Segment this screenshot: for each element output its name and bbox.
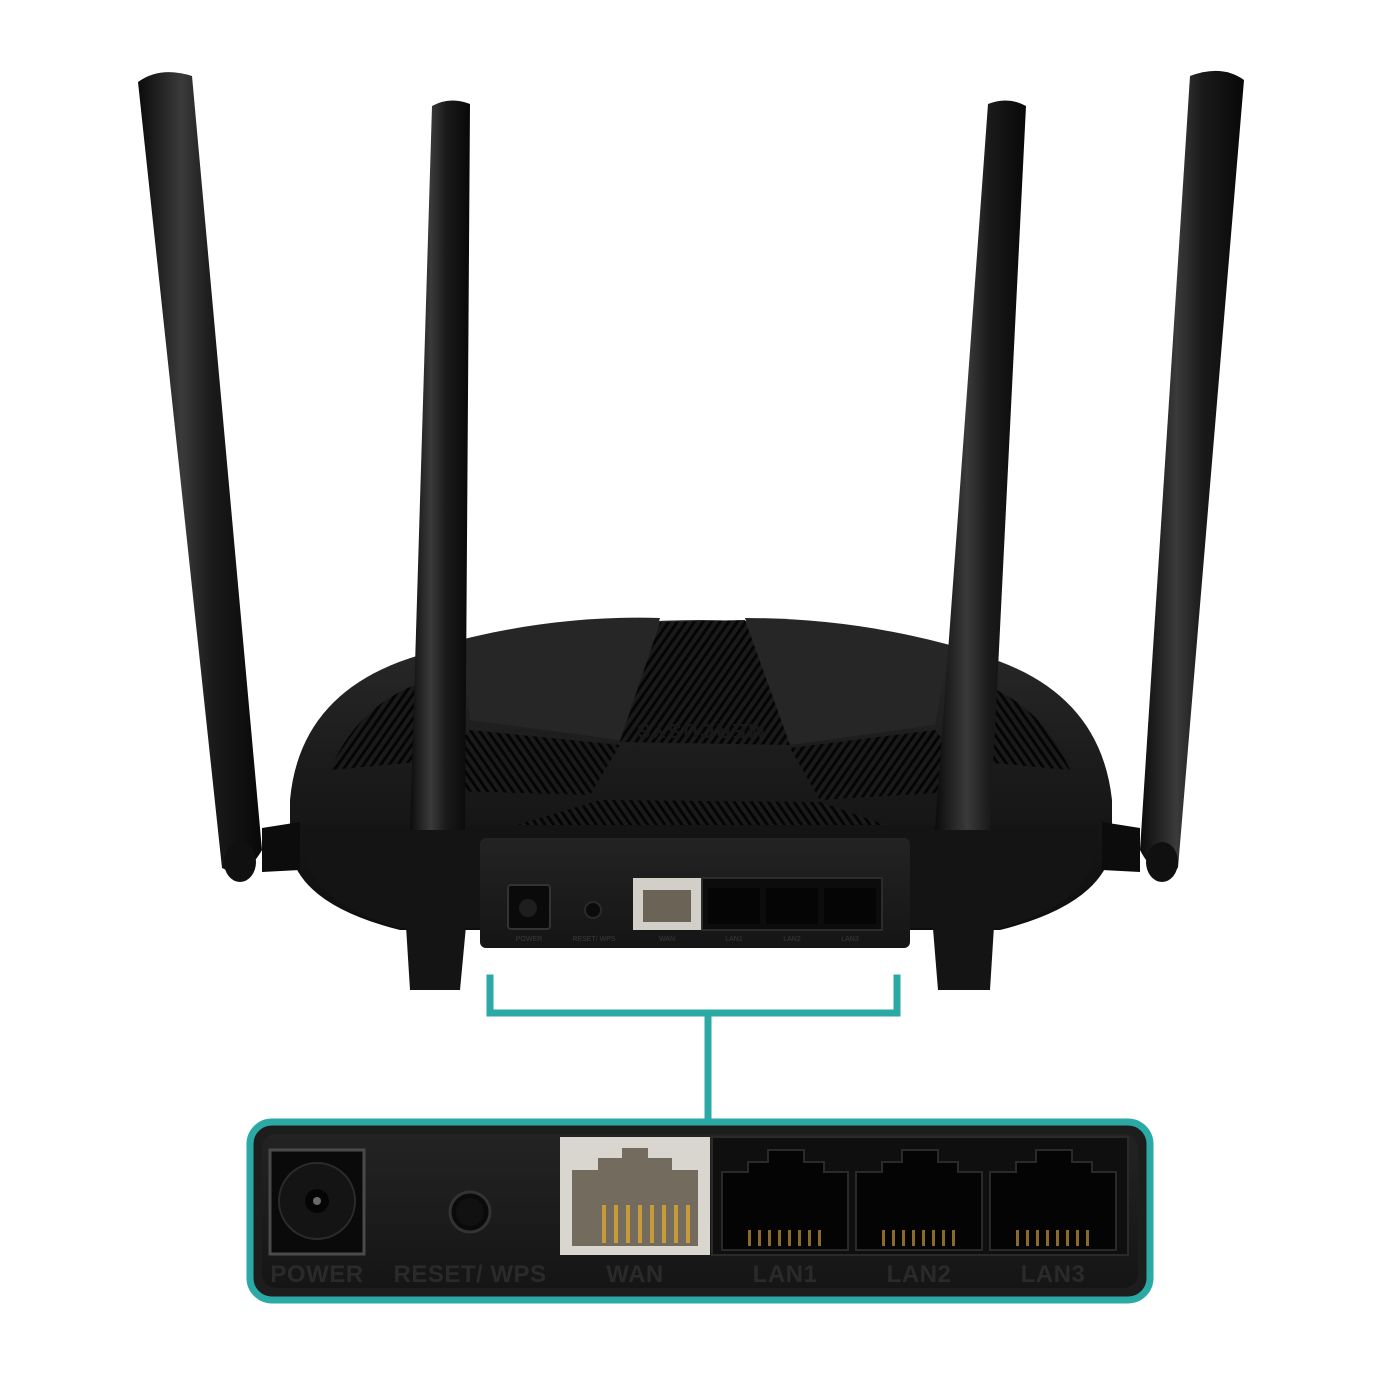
small-label-lan1: LAN1 [725, 936, 743, 943]
small-label-lan3: LAN3 [841, 936, 859, 943]
label-lan3: LAN3 [1021, 1261, 1086, 1288]
antenna-icon [1140, 70, 1244, 882]
brand-logo: MERCUSYS [635, 719, 764, 741]
router-body: MERCUSYS [262, 617, 1140, 948]
small-label-wan: WAN [659, 936, 675, 943]
antenna-icon [400, 100, 475, 990]
label-lan2: LAN2 [887, 1261, 952, 1288]
label-wan: WAN [606, 1261, 664, 1288]
power-jack-icon [268, 1148, 366, 1256]
ethernet-port-icon [560, 1137, 710, 1255]
antenna-icon [138, 72, 262, 882]
antenna-icon [925, 100, 1026, 990]
ethernet-port-icon [721, 1149, 849, 1251]
small-label-lan2: LAN2 [783, 936, 801, 943]
label-reset-wps: RESET/ WPS [393, 1261, 546, 1288]
reset-button-icon [448, 1190, 492, 1234]
small-label-power: POWER [516, 936, 542, 943]
label-power: POWER [270, 1261, 363, 1288]
small-label-reset: RESET/ WPS [572, 936, 616, 943]
zoom-panel: POWER RESET/ WPS WAN LAN1 LAN2 LAN3 [246, 1118, 1154, 1304]
ethernet-port-icon [855, 1149, 983, 1251]
ethernet-port-icon [989, 1149, 1117, 1251]
rear-panel-small: POWER RESET/ WPS WAN LAN1 LAN2 LAN3 [507, 877, 883, 943]
label-lan1: LAN1 [753, 1261, 818, 1288]
callout-bracket [486, 974, 901, 1124]
